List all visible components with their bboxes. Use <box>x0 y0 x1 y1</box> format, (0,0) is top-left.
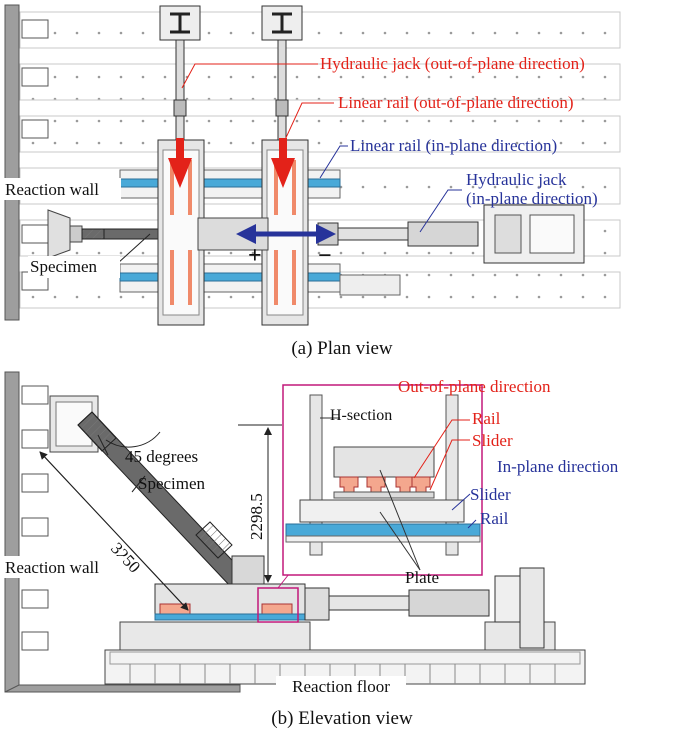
plan-wall-bracket <box>47 209 83 259</box>
label-slider-in: Slider <box>470 485 511 504</box>
plan-view-caption: (a) Plan view <box>291 338 393 359</box>
label-plan-specimen: Specimen <box>30 257 98 276</box>
plan-in-plane-jack <box>317 204 585 296</box>
label-linear-rail-out: Linear rail (out-of-plane direction) <box>338 93 574 112</box>
plus-sign: + <box>248 243 262 269</box>
label-elev-specimen: Specimen <box>138 474 206 493</box>
label-hydraulic-jack-out: Hydraulic jack (out-of-plane direction) <box>320 54 585 73</box>
label-plate: Plate <box>405 568 439 587</box>
detail-box <box>282 384 483 576</box>
plan-view: Hydraulic jack (out-of-plane direction) … <box>3 4 621 359</box>
elev-reaction-floor <box>104 621 586 685</box>
label-plan-reaction-wall: Reaction wall <box>5 180 99 199</box>
elev-specimen <box>77 411 247 589</box>
label-elev-reaction-wall: Reaction wall <box>5 558 99 577</box>
label-rail-in: Rail <box>480 509 509 528</box>
label-hydraulic-jack-in-1: Hydraulic jack <box>466 170 567 189</box>
label-rail-out: Rail <box>472 409 501 428</box>
specimen-label-bg <box>28 256 120 278</box>
label-out-of-plane-direction: Out-of-plane direction <box>398 377 551 396</box>
reaction-wall-label-bg <box>3 178 121 200</box>
label-in-plane-direction: In-plane direction <box>497 457 619 476</box>
detail-leader-lines <box>320 417 477 571</box>
elev-reaction-wall-label-bg <box>3 556 123 578</box>
plan-out-of-plane-jack-left <box>159 5 201 141</box>
label-height-2298: 2298.5 <box>247 493 266 540</box>
minus-sign: − <box>318 243 332 269</box>
elevation-view: Out-of-plane direction H-section Rail Sl… <box>3 371 619 729</box>
label-reaction-floor: Reaction floor <box>292 677 390 696</box>
elevation-view-caption: (b) Elevation view <box>271 708 413 729</box>
out-of-plane-arrows <box>168 138 295 188</box>
in-plane-double-arrow <box>236 224 336 244</box>
reaction-floor-label-bg <box>276 676 406 698</box>
elev-dimensions <box>39 424 282 611</box>
label-h-section: H-section <box>330 407 392 424</box>
plan-leader-lines <box>117 63 462 264</box>
label-angle: 45 degrees <box>125 447 198 466</box>
label-hydraulic-jack-in-2: (in-plane direction) <box>466 189 598 208</box>
elev-reaction-wall <box>4 371 241 693</box>
label-linear-rail-in: Linear rail (in-plane direction) <box>350 136 557 155</box>
label-slider-out: Slider <box>472 431 513 450</box>
plan-reaction-wall <box>4 4 49 321</box>
elev-in-plane-jack <box>304 567 545 649</box>
